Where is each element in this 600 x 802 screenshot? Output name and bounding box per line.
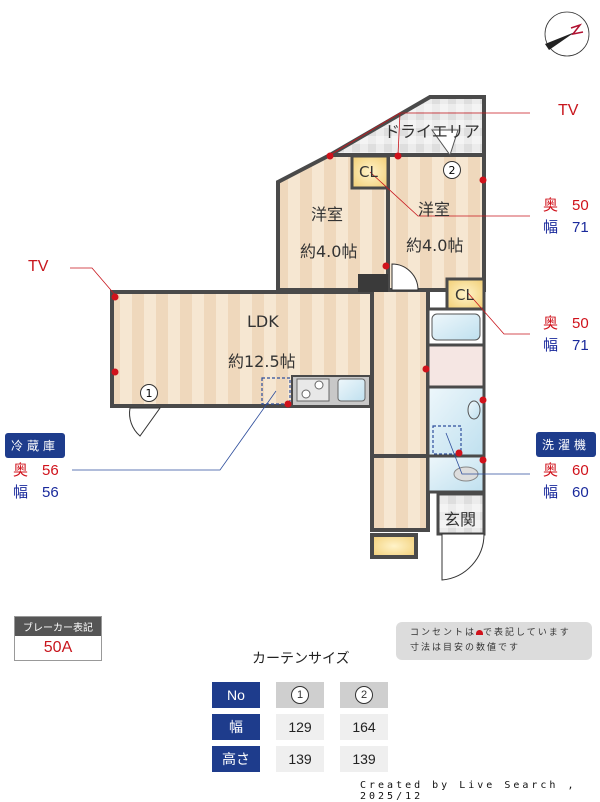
curtain-height-2: 139 <box>340 746 388 772</box>
curtain-width-1: 129 <box>276 714 324 740</box>
curtain-no-1: 1 <box>276 682 324 708</box>
window-marker-2: 2 <box>443 161 461 179</box>
breaker-box: ブレーカー表記 50A <box>14 616 102 661</box>
western-room-right-size: 約4.0帖 <box>406 236 464 255</box>
curtain-height-1: 139 <box>276 746 324 772</box>
window-marker-1: 1 <box>140 384 158 402</box>
dry-area-label: ドライエリア <box>384 122 480 141</box>
western-room-left-size: 約4.0帖 <box>300 242 358 261</box>
notes-box: コンセントはで表記しています 寸法は目安の数値です <box>396 622 592 660</box>
entrance-label: 玄関 <box>444 510 477 529</box>
breaker-value: 50A <box>15 636 101 660</box>
tv-label-top: TV <box>558 102 579 119</box>
closet-right-label: CL <box>455 286 474 304</box>
outlet-icon <box>476 630 484 635</box>
breaker-header: ブレーカー表記 <box>15 617 101 636</box>
credit-text: Created by Live Search , 2025/12 <box>360 780 577 802</box>
western-room-left-name: 洋室 <box>311 205 344 224</box>
tv-label-left: TV <box>28 258 49 275</box>
north-compass-icon <box>544 11 590 57</box>
outlet-markers <box>111 152 487 464</box>
ldk-name: LDK <box>247 312 279 331</box>
shoe-closet <box>370 533 418 559</box>
curtain-width-2: 164 <box>340 714 388 740</box>
closet-top-label: CL <box>359 163 378 181</box>
curtain-no-2: 2 <box>340 682 388 708</box>
curtain-title: カーテンサイズ <box>252 651 350 667</box>
ldk-size: 約12.5帖 <box>228 352 296 371</box>
refrigerator-badge: 冷蔵庫 <box>5 433 65 458</box>
washer-badge: 洗濯機 <box>536 432 596 457</box>
western-room-right-name: 洋室 <box>418 200 451 219</box>
